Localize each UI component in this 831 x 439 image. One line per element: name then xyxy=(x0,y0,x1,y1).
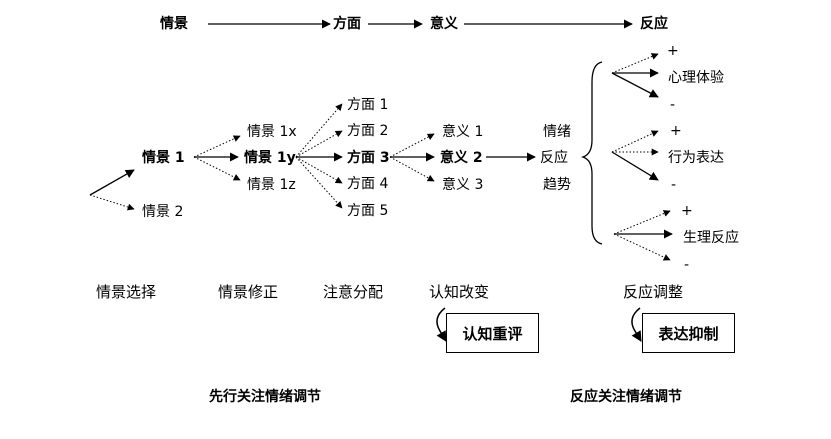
arrow-to-aspect-1 xyxy=(295,103,343,158)
behavior-minus-sign: - xyxy=(671,177,677,193)
arrow-physiology-minus xyxy=(613,233,671,261)
arrow-to-aspect-5 xyxy=(295,156,343,209)
footer-antecedent-focused: 先行关注情绪调节 xyxy=(209,389,321,405)
situation-1x-label: 情景 1x xyxy=(247,124,297,140)
top-meaning-label: 意义 xyxy=(430,16,458,32)
arrow-to-aspect-4 xyxy=(295,156,343,184)
physiology-minus-sign: - xyxy=(684,257,690,273)
experience-minus-sign: - xyxy=(670,97,676,113)
situation-1-label: 情景 1 xyxy=(142,150,185,166)
top-situation-label: 情景 xyxy=(160,16,188,32)
top-aspect-label: 方面 xyxy=(333,16,361,32)
arrow-physiology-plus xyxy=(613,210,671,235)
aspect-4-label: 方面 4 xyxy=(347,176,389,192)
arrow-behavior-plus xyxy=(611,130,659,153)
arrow-to-aspect-2 xyxy=(295,130,343,158)
behavior-label: 行为表达 xyxy=(668,150,724,166)
behavior-plus-sign: + xyxy=(670,123,682,139)
arrow-experience-minus xyxy=(611,72,659,98)
strategy-situation-selection: 情景选择 xyxy=(96,283,157,301)
strategy-response-modulation: 反应调整 xyxy=(623,283,684,301)
meaning-2-label: 意义 2 xyxy=(440,150,483,166)
situation-2-label: 情景 2 xyxy=(142,204,184,220)
tendency-label-2: 反应 xyxy=(540,150,568,166)
strategy-attention-deployment: 注意分配 xyxy=(323,283,384,301)
strategy-situation-modification: 情景修正 xyxy=(218,283,279,301)
footer-response-focused: 反应关注情绪调节 xyxy=(570,389,682,405)
suppression-box-label: 表达抑制 xyxy=(658,324,719,343)
situation-1z-label: 情景 1z xyxy=(247,177,296,193)
reappraisal-box: 认知重评 xyxy=(446,313,539,353)
arrow-to-situation-2 xyxy=(89,194,135,211)
aspect-2-label: 方面 2 xyxy=(347,123,389,139)
tendency-label-3: 趋势 xyxy=(543,177,571,193)
suppression-curl-icon xyxy=(631,307,642,342)
reappraisal-curl-icon xyxy=(436,307,447,342)
response-brace xyxy=(580,61,603,245)
top-response-label: 反应 xyxy=(640,16,668,32)
reappraisal-box-label: 认知重评 xyxy=(462,324,523,343)
tendency-label-1: 情绪 xyxy=(543,124,571,140)
situation-1y-label: 情景 1y xyxy=(244,150,296,166)
arrow-to-situation-1z xyxy=(193,156,241,181)
meaning-3-label: 意义 3 xyxy=(442,177,484,193)
aspect-5-label: 方面 5 xyxy=(347,203,389,219)
experience-label: 心理体验 xyxy=(668,70,724,86)
experience-plus-sign: + xyxy=(667,43,679,59)
arrow-to-meaning-1 xyxy=(389,133,435,158)
suppression-box: 表达抑制 xyxy=(642,313,735,353)
meaning-1-label: 意义 1 xyxy=(442,124,484,140)
arrow-to-situation-1 xyxy=(89,169,135,196)
aspect-1-label: 方面 1 xyxy=(347,97,389,113)
aspect-3-label: 方面 3 xyxy=(347,150,390,166)
arrow-to-situation-1x xyxy=(193,135,241,158)
arrow-experience-plus xyxy=(611,53,659,74)
strategy-cognitive-change: 认知改变 xyxy=(429,283,490,301)
arrow-behavior-minus xyxy=(611,151,659,181)
arrow-to-meaning-3 xyxy=(389,156,435,182)
physiology-label: 生理反应 xyxy=(683,230,739,246)
physiology-plus-sign: + xyxy=(681,203,693,219)
